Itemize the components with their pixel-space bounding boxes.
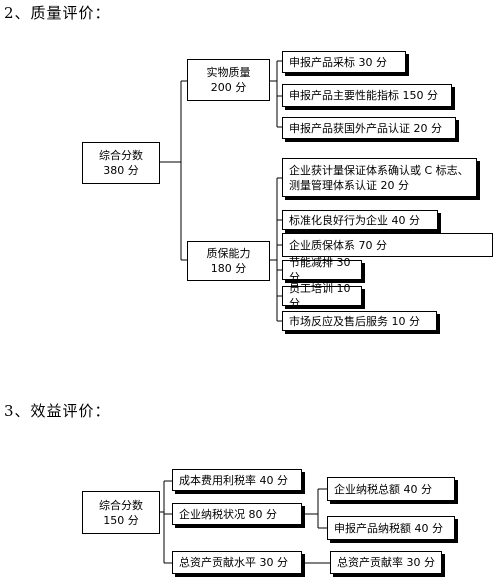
- assurance-item-box: 节能减排 30 分: [282, 256, 362, 284]
- assurance-item-label: 员工培训 10 分: [289, 282, 351, 310]
- tax-sub-item-box: 申报产品纳税额 40 分: [327, 516, 455, 540]
- benefit-item-box: 企业纳税状况 80 分: [172, 503, 302, 525]
- physical-quality-title: 实物质量: [206, 66, 251, 79]
- assurance-item-box: 市场反应及售后服务 10 分: [282, 311, 437, 331]
- section-heading-quality: 2、质量评价：: [4, 4, 111, 22]
- benefit-item-box: 成本费用利税率 40 分: [172, 469, 302, 491]
- benefit-root-value: 150 分: [103, 513, 139, 527]
- quality-assurance-value: 180 分: [210, 262, 247, 275]
- benefit-item-label: 企业纳税状况 80 分: [179, 507, 277, 521]
- assurance-item-box: 员工培训 10 分: [282, 282, 362, 310]
- physical-item-box: 申报产品获国外产品认证 20 分: [282, 117, 456, 139]
- assurance-item-label: 节能减排 30 分: [289, 256, 351, 284]
- tax-sub-item-label: 申报产品纳税额 40 分: [334, 521, 443, 535]
- asset-sub-item-label: 总资产贡献率 30 分: [337, 556, 435, 569]
- tax-sub-item-label: 企业纳税总额 40 分: [334, 482, 432, 496]
- assurance-item-label: 标准化良好行为企业 40 分: [289, 213, 420, 227]
- physical-item-box: 申报产品采标 30 分: [282, 51, 406, 73]
- assurance-item-box: 标准化良好行为企业 40 分: [282, 210, 438, 230]
- physical-item-box: 申报产品主要性能指标 150 分: [282, 84, 452, 107]
- physical-quality-value: 200 分: [210, 81, 247, 94]
- assurance-item-box: 企业获计量保证体系确认或 C 标志、测量管理体系认证 20 分: [282, 158, 477, 197]
- quality-assurance-title: 质保能力: [206, 247, 251, 260]
- benefit-root-box: 综合分数 150 分: [82, 491, 160, 534]
- quality-root-box: 综合分数 380 分: [82, 142, 160, 184]
- assurance-item-label: 企业质保体系 70 分: [289, 238, 387, 252]
- benefit-item-box: 总资产贡献水平 30 分: [172, 551, 302, 574]
- physical-quality-box: 实物质量 200 分: [187, 59, 270, 101]
- quality-assurance-box: 质保能力 180 分: [187, 241, 270, 281]
- benefit-root-title: 综合分数: [99, 498, 143, 512]
- assurance-item-label: 市场反应及售后服务 10 分: [289, 314, 420, 328]
- quality-root-title: 综合分数: [99, 149, 143, 162]
- assurance-item-label: 企业获计量保证体系确认或 C 标志、测量管理体系认证 20 分: [289, 163, 469, 192]
- asset-sub-item-box: 总资产贡献率 30 分: [330, 551, 442, 574]
- quality-root-value: 380 分: [103, 164, 139, 177]
- benefit-item-label: 成本费用利税率 40 分: [179, 473, 288, 487]
- benefit-item-label: 总资产贡献水平 30 分: [179, 556, 288, 569]
- physical-item-label: 申报产品主要性能指标 150 分: [289, 89, 438, 102]
- physical-item-label: 申报产品获国外产品认证 20 分: [289, 121, 442, 135]
- physical-item-label: 申报产品采标 30 分: [289, 55, 387, 69]
- assurance-item-box: 企业质保体系 70 分: [282, 233, 493, 257]
- tax-sub-item-box: 企业纳税总额 40 分: [327, 477, 455, 501]
- section-heading-benefit: 3、效益评价：: [4, 402, 111, 420]
